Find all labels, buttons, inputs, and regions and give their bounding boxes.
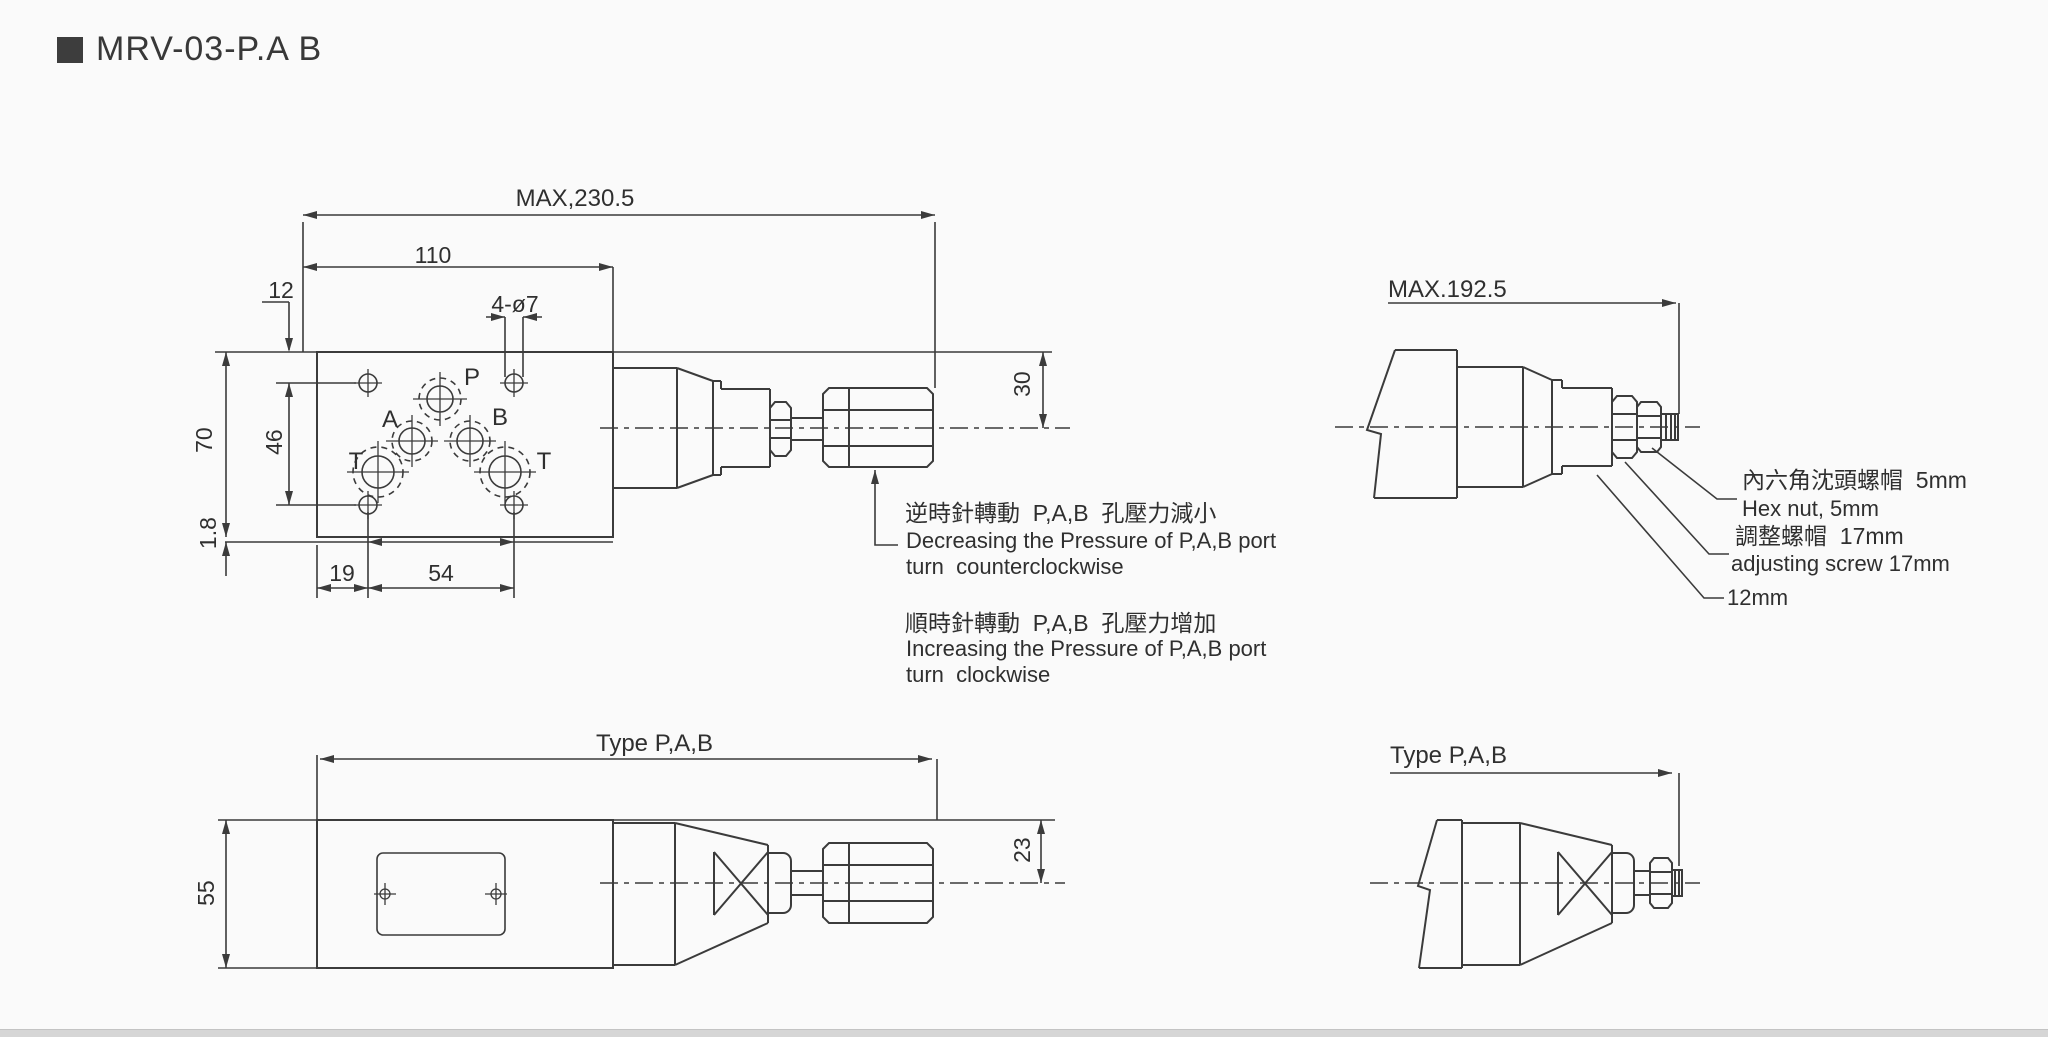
dim-54: 54	[428, 560, 454, 586]
dim-55: 55	[192, 880, 219, 906]
bottom-front-view	[218, 755, 1065, 969]
port-p-hole	[413, 372, 467, 426]
port-face	[347, 369, 536, 519]
callout-adjust-zh: 調整螺帽 17mm	[1735, 523, 1904, 549]
bottom-front-label: Type P,A,B	[596, 730, 713, 757]
dim-12: 12	[268, 277, 294, 303]
port-b-hole	[444, 415, 496, 467]
port-p-label: P	[463, 364, 480, 391]
hex-nut	[1636, 401, 1662, 453]
front-view-body	[215, 351, 1070, 543]
dim-46: 46	[260, 429, 287, 455]
bottom-side-label: Type P,A,B	[1390, 742, 1507, 769]
dim-1-8: 1.8	[194, 517, 221, 550]
port-t-left-hole	[347, 441, 409, 503]
page-title: MRV-03-P.A B	[96, 30, 323, 68]
title-square-icon	[57, 36, 83, 63]
title-block: MRV-03-P.A B	[57, 30, 322, 69]
note-decrease-en1: Decreasing the Pressure of P,A,B port	[906, 528, 1277, 553]
knob-leader-line	[874, 470, 898, 546]
dim-23: 23	[1008, 837, 1035, 863]
callout-hex-nut-en: Hex nut, 5mm	[1742, 496, 1879, 521]
bottom-side-view	[1370, 769, 1700, 969]
dim-4-o7: 4-ø7	[491, 291, 539, 317]
callout-adjust-en: adjusting screw 17mm	[1731, 551, 1950, 576]
callout-wrench-size: 12mm	[1727, 585, 1789, 610]
dim-max-230: MAX,230.5	[515, 185, 635, 212]
adjust-locknut-profile	[769, 401, 792, 457]
front-view-dimensions	[222, 211, 1052, 598]
hex-nut	[1649, 857, 1673, 909]
port-a-hole	[386, 415, 438, 467]
port-t-right-hole	[474, 441, 536, 503]
page-edge	[0, 1029, 2048, 1037]
dim-max-192: MAX.192.5	[1388, 276, 1507, 303]
port-t-left-label: T	[348, 448, 364, 475]
collar	[1612, 852, 1635, 914]
note-increase-en2: turn clockwise	[906, 662, 1051, 687]
dim-30: 30	[1008, 371, 1035, 397]
side-view	[1335, 299, 1737, 599]
note-decrease-en2: turn counterclockwise	[906, 554, 1124, 579]
adjusting-screw-nut	[1611, 395, 1638, 459]
note-increase-en1: Increasing the Pressure of P,A,B port	[906, 636, 1267, 661]
note-increase-zh: 順時針轉動 P,A,B 孔壓力增加	[905, 610, 1217, 636]
adjust-shaft	[791, 417, 823, 441]
callout-leader-lines	[1596, 447, 1737, 599]
dim-70: 70	[190, 427, 217, 453]
port-b-label: B	[491, 404, 508, 431]
port-t-right-label: T	[536, 448, 552, 475]
port-a-label: A	[381, 406, 398, 433]
dim-19: 19	[329, 560, 355, 586]
dim-110: 110	[414, 242, 452, 268]
callout-hex-nut-zh: 內六角沈頭螺帽 5mm	[1742, 467, 1967, 493]
note-decrease-zh: 逆時針轉動 P,A,B 孔壓力減小	[905, 500, 1217, 526]
